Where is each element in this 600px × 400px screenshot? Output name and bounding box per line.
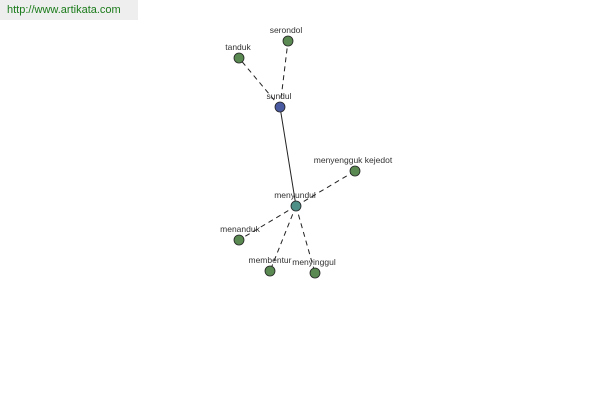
node-label-sundul[interactable]: sundul (266, 91, 291, 101)
node-menyengguk-kejedot[interactable] (349, 165, 361, 177)
node-sundul[interactable] (274, 101, 286, 113)
node-membentur[interactable] (264, 265, 276, 277)
edge-menyundul-menyinggul (295, 205, 316, 274)
node-label-serondol[interactable]: serondol (270, 25, 303, 35)
node-menyinggul[interactable] (309, 267, 321, 279)
node-label-menyengguk-kejedot[interactable]: menyengguk kejedot (314, 155, 393, 165)
edge-sundul-menyundul (279, 106, 297, 207)
node-label-menanduk[interactable]: menanduk (220, 224, 260, 234)
node-label-menyundul[interactable]: menyundul (274, 190, 316, 200)
node-tanduk[interactable] (233, 52, 245, 64)
site-url-link[interactable]: http://www.artikata.com (7, 4, 121, 16)
node-label-menyinggul[interactable]: menyinggul (292, 257, 336, 267)
edge-sundul-tanduk (238, 57, 281, 108)
node-label-tanduk[interactable]: tanduk (225, 42, 251, 52)
url-banner: http://www.artikata.com (0, 0, 138, 20)
edge-menyundul-menanduk (238, 205, 297, 241)
edge-menyundul-membentur (269, 205, 297, 272)
node-menanduk[interactable] (233, 234, 245, 246)
node-label-membentur[interactable]: membentur (249, 255, 292, 265)
node-menyundul[interactable] (290, 200, 302, 212)
edge-sundul-serondol (279, 40, 289, 108)
node-serondol[interactable] (282, 35, 294, 47)
edge-menyundul-menyengguk-kejedot (295, 170, 356, 207)
